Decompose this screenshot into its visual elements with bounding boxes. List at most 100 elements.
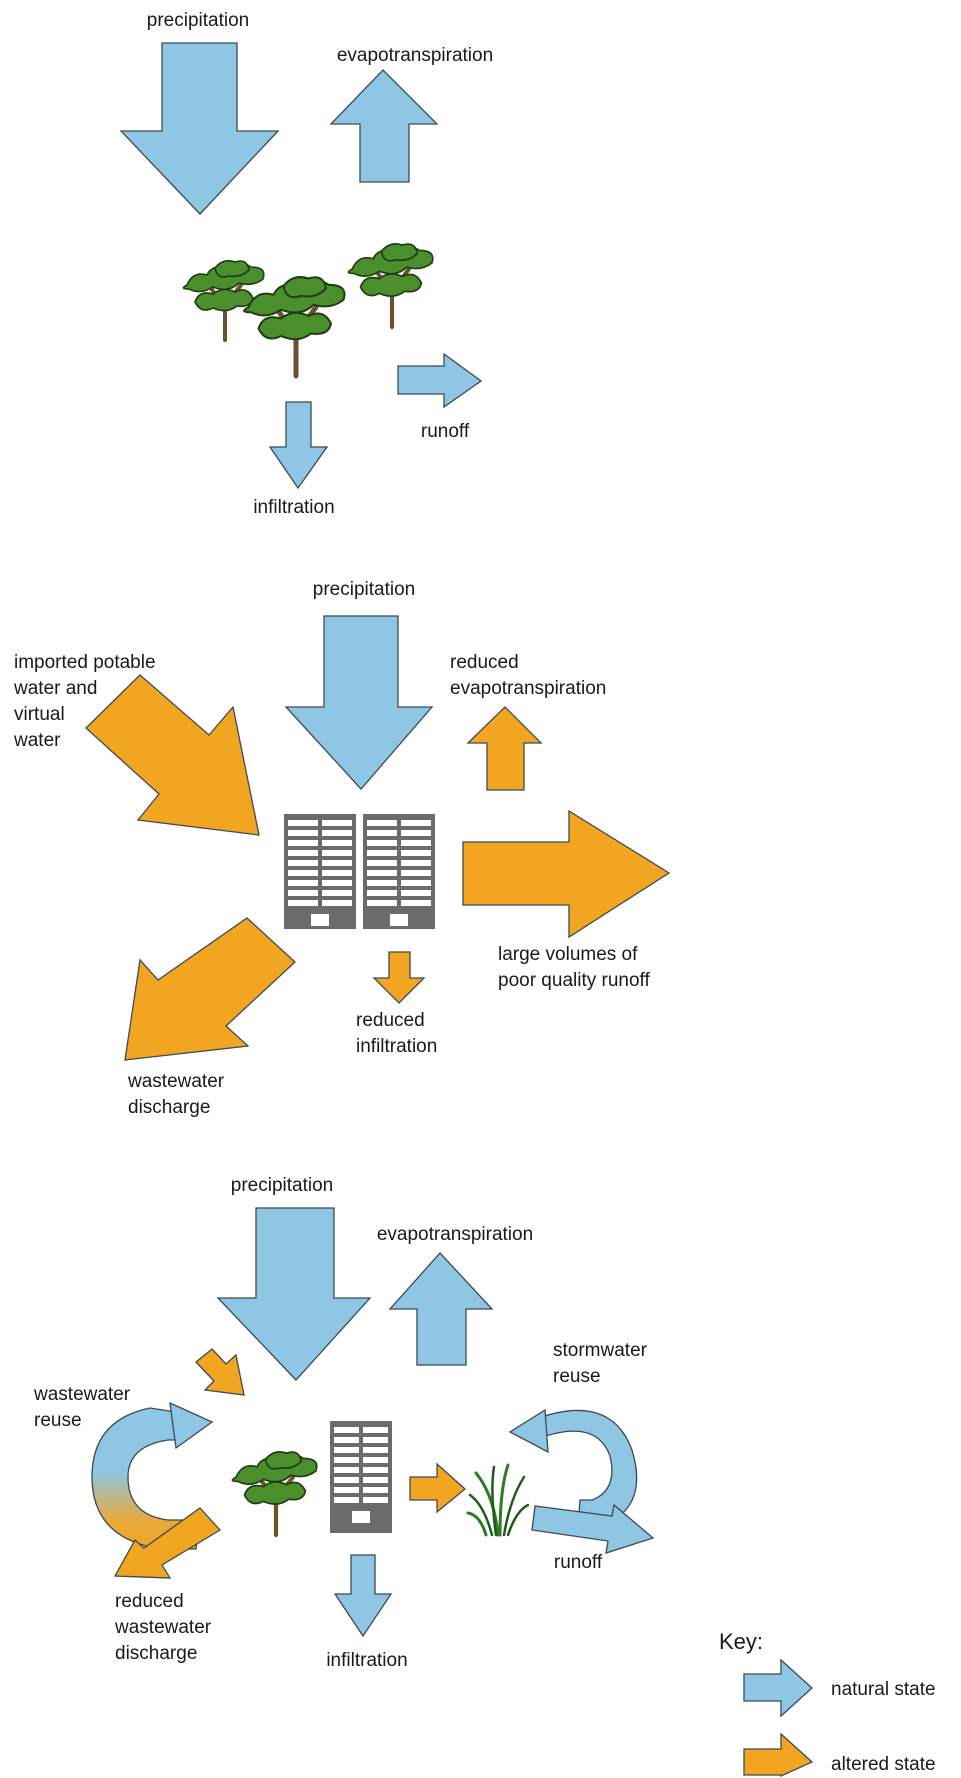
- building-window: [401, 880, 431, 886]
- building-window: [367, 870, 397, 876]
- wastewater-reuse-label: wastewater reuse: [33, 1384, 135, 1431]
- building-window: [334, 1447, 359, 1453]
- building-window: [401, 900, 431, 906]
- building-window: [322, 890, 352, 896]
- panel-wsud: precipitation evapotranspiration wastewa…: [33, 1175, 655, 1671]
- building-window: [322, 820, 352, 826]
- evapotranspiration-label: evapotranspiration: [337, 45, 493, 66]
- building-window: [363, 1477, 388, 1483]
- infiltration-label: infiltration: [253, 497, 334, 518]
- building-window: [322, 830, 352, 836]
- tree-icon: [244, 277, 344, 376]
- building-window: [288, 870, 318, 876]
- building-window: [401, 870, 431, 876]
- precipitation-label: precipitation: [313, 579, 415, 600]
- building-window: [367, 830, 397, 836]
- panel-natural: precipitation evapotranspiration runoff …: [119, 10, 493, 518]
- building-window: [334, 1437, 359, 1443]
- wastewater-discharge-label: wastewater discharge: [127, 1071, 229, 1118]
- large-runoff-label: large volumes of poor quality runoff: [498, 944, 650, 991]
- infiltration-arrow: [333, 1554, 393, 1638]
- stormwater-reuse-arrowhead: [508, 1408, 549, 1454]
- building-window: [322, 840, 352, 846]
- panel-urban: precipitation imported potable water and…: [13, 579, 671, 1118]
- precipitation-arrow: [119, 42, 280, 215]
- building-window: [367, 890, 397, 896]
- building-window: [322, 850, 352, 856]
- legend: Key: natural state altered state: [719, 1629, 936, 1778]
- building-window: [367, 840, 397, 846]
- wastewater-reuse-arrowhead: [169, 1401, 214, 1450]
- precipitation-arrow: [216, 1207, 372, 1381]
- building-window: [334, 1457, 359, 1463]
- building-window: [322, 880, 352, 886]
- reduced-wastewater-discharge-arrow: [113, 1507, 222, 1579]
- building-window: [288, 860, 318, 866]
- reduced-infiltration-arrow: [372, 951, 426, 1004]
- building-window: [401, 820, 431, 826]
- building-window: [363, 1487, 388, 1493]
- building-window: [334, 1487, 359, 1493]
- legend-title: Key:: [719, 1629, 763, 1654]
- building-icon: [284, 814, 356, 929]
- building-window: [363, 1457, 388, 1463]
- building-window: [401, 890, 431, 896]
- building-window: [288, 890, 318, 896]
- evapotranspiration-label: evapotranspiration: [377, 1224, 533, 1245]
- building-window: [288, 820, 318, 826]
- natural-state-label: natural state: [831, 1679, 936, 1700]
- building-window: [334, 1467, 359, 1473]
- small-inflow-arrow: [195, 1348, 245, 1396]
- runoff-label: runoff: [554, 1552, 603, 1573]
- building-window: [401, 830, 431, 836]
- evapotranspiration-arrow: [329, 69, 439, 183]
- building-window: [401, 850, 431, 856]
- runoff-label: runoff: [421, 421, 470, 442]
- precipitation-label: precipitation: [147, 10, 249, 31]
- natural-state-swatch-arrow: [743, 1658, 813, 1718]
- building-window: [363, 1437, 388, 1443]
- runoff-arrow: [397, 352, 483, 409]
- building-window: [322, 900, 352, 906]
- building-window: [367, 850, 397, 856]
- imported-water-arrow: [85, 674, 260, 836]
- building-window: [363, 1467, 388, 1473]
- tree-icon: [348, 244, 432, 327]
- building-window: [363, 1447, 388, 1453]
- building-window: [322, 870, 352, 876]
- large-runoff-arrow: [462, 809, 671, 939]
- evapotranspiration-arrow: [388, 1252, 494, 1366]
- building-window: [288, 840, 318, 846]
- reduced-evapotranspiration-arrow: [466, 706, 543, 791]
- altered-state-label: altered state: [831, 1754, 936, 1775]
- building-window: [367, 820, 397, 826]
- building-icon: [330, 1421, 392, 1533]
- building-window: [322, 860, 352, 866]
- precipitation-arrow: [284, 615, 434, 790]
- infiltration-arrow: [268, 401, 329, 490]
- building-window: [288, 900, 318, 906]
- building-window: [367, 880, 397, 886]
- building-icon: [363, 814, 435, 929]
- grass-icon: [466, 1463, 530, 1537]
- building-window: [401, 840, 431, 846]
- building-door: [390, 914, 408, 926]
- building-door: [311, 914, 329, 926]
- building-window: [288, 880, 318, 886]
- building-window: [288, 850, 318, 856]
- stormwater-reuse-label: stormwater reuse: [553, 1340, 652, 1387]
- altered-state-swatch-arrow: [743, 1732, 814, 1778]
- building-window: [334, 1497, 359, 1503]
- building-window: [334, 1477, 359, 1483]
- building-window: [367, 860, 397, 866]
- imported-water-label: imported potable water and virtual water: [13, 652, 161, 751]
- building-window: [334, 1427, 359, 1433]
- inflow-to-vegetation-arrow: [409, 1462, 466, 1514]
- building-window: [367, 900, 397, 906]
- tree-icon: [232, 1452, 316, 1535]
- building-window: [288, 830, 318, 836]
- building-window: [363, 1497, 388, 1503]
- reduced-infiltration-label: reduced infiltration: [356, 1010, 437, 1057]
- wastewater-discharge-arrow: [124, 917, 296, 1061]
